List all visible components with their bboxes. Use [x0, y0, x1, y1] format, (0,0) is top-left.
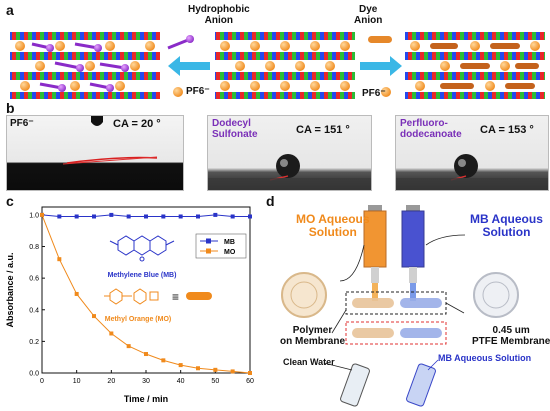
- x-axis-label: Time / min: [124, 394, 168, 404]
- data-point-mb: [161, 214, 166, 219]
- panel-b-letter: b: [6, 100, 15, 116]
- clean-water-vial: [340, 363, 370, 407]
- mo-molecule-label: Methyl Orange (MO): [105, 316, 172, 323]
- plot-frame: [41, 206, 251, 374]
- data-point-mo: [57, 257, 62, 262]
- x-tick-label: 40: [177, 378, 185, 385]
- data-point-mo: [40, 212, 44, 217]
- data-point-mb: [144, 214, 148, 219]
- pf6-left-label: PF6⁻: [186, 86, 210, 97]
- clean-water-label: Clean Water: [283, 357, 335, 367]
- data-point-mo: [74, 291, 79, 296]
- mo-syringe: [363, 205, 387, 301]
- filtration-illustration: [281, 205, 519, 407]
- x-tick-label: 50: [211, 378, 219, 385]
- middle-polymer-stack: [215, 32, 355, 99]
- data-point-mo: [144, 352, 148, 357]
- data-point-mo: [161, 358, 166, 363]
- data-point-mb: [92, 214, 96, 219]
- panel-c-letter: c: [6, 193, 14, 209]
- data-point-mb: [57, 214, 62, 219]
- left-arrow: [168, 56, 210, 76]
- data-point-mb: [178, 214, 183, 219]
- panel-a-letter: a: [6, 2, 14, 18]
- y-tick-label: 0.2: [29, 339, 39, 346]
- y-tick-label: 0.8: [29, 244, 39, 251]
- left-polymer-stack: [10, 32, 160, 99]
- x-tick-label: 30: [142, 378, 150, 385]
- y-tick-label: 0.6: [29, 276, 39, 283]
- right-polymer-stack: [405, 32, 545, 99]
- dye-anion-label: Dye Anion: [354, 4, 383, 26]
- data-point-mo: [213, 367, 218, 372]
- pf6-right-ball: [381, 87, 391, 97]
- mb-bottom-label: MB Aqueous Solution: [438, 353, 532, 363]
- ptfe-membrane-disc: [473, 272, 519, 318]
- data-point-mo: [196, 366, 200, 371]
- absorbance-chart: 0 10 20 30 40 50 60 0.0 0.2 0.4 0.6 0.8 1.0 Time / m…: [5, 206, 254, 404]
- legend-mo: MO: [224, 249, 236, 256]
- y-tick-label: 1.0: [29, 212, 39, 219]
- data-point-mb: [213, 212, 218, 217]
- mb-syringe: [401, 205, 425, 301]
- mb-solution-label: MB Aqueous Solution: [470, 212, 543, 239]
- perfluoro-ca-text: CA = 153 °: [480, 124, 534, 136]
- data-point-mb: [126, 214, 131, 219]
- pf6-anion-text: PF6⁻: [10, 118, 34, 129]
- y-axis-label: Absorbance / a.u.: [5, 252, 15, 327]
- ptfe-membrane-label: 0.45 um PTFE Membrane: [472, 325, 550, 347]
- y-tick-label: 0.0: [29, 371, 39, 378]
- data-point-mo: [109, 331, 114, 336]
- panel-a-illustration: [10, 32, 545, 99]
- dodecyl-ca-text: CA = 151 °: [296, 124, 350, 136]
- data-point-mb: [230, 214, 235, 219]
- y-tick-label: 0.4: [29, 307, 39, 314]
- dye-anion-icon: [368, 36, 392, 43]
- legend-mb: MB: [224, 239, 235, 246]
- pf6-ca-text: CA = 20 °: [113, 118, 161, 130]
- contact-angle-image-perfluoro: Perfluoro- dodecanoate CA = 153 °: [395, 115, 549, 191]
- data-point-mo: [248, 371, 252, 375]
- perfluoro-anion-text: Perfluoro- dodecanoate: [400, 118, 462, 140]
- hydrophobic-anion-label: Hydrophobic Anion: [188, 4, 250, 26]
- x-tick-label: 20: [107, 378, 115, 385]
- data-point-mo: [178, 363, 183, 368]
- data-point-mb: [248, 214, 252, 219]
- pf6-left-ball: [173, 87, 183, 97]
- panel-d-letter: d: [266, 193, 275, 209]
- data-point-mb: [109, 212, 114, 217]
- data-point-mo: [230, 369, 235, 374]
- polymer-membrane-label: Polymer on Membrane: [280, 325, 346, 347]
- equivalent-symbol: ≡: [172, 290, 179, 304]
- contact-angle-image-pf6: PF6⁻ CA = 20 °: [6, 115, 184, 191]
- mb-collected-vial: [406, 363, 436, 407]
- contact-angle-image-dodecyl: Dodecyl Sulfonate CA = 151 °: [207, 115, 372, 191]
- x-tick-label: 10: [73, 378, 81, 385]
- data-point-mb: [74, 214, 79, 219]
- hydrophobic-anion-icon: [167, 35, 194, 50]
- methylene-blue-structure: [109, 235, 175, 262]
- mo-solution-label: MO Aqueous Solution: [296, 212, 370, 239]
- data-point-mo: [126, 344, 131, 349]
- legend: MB MO: [195, 233, 247, 259]
- polymer-membrane-disc: [281, 272, 327, 318]
- dodecyl-anion-text: Dodecyl Sulfonate: [212, 118, 258, 140]
- mo-dye-icon: [186, 292, 212, 300]
- data-point-mo: [92, 314, 96, 319]
- data-point-mb: [196, 214, 200, 219]
- pf6-right-label: PF6⁻: [362, 88, 386, 99]
- methyl-orange-structure: [104, 288, 159, 305]
- polymer-membrane-box: [345, 321, 447, 345]
- mb-molecule-label: Methylene Blue (MB): [108, 272, 177, 279]
- right-arrow: [360, 56, 402, 76]
- x-tick-label: 0: [40, 378, 44, 385]
- x-tick-label: 60: [246, 378, 254, 385]
